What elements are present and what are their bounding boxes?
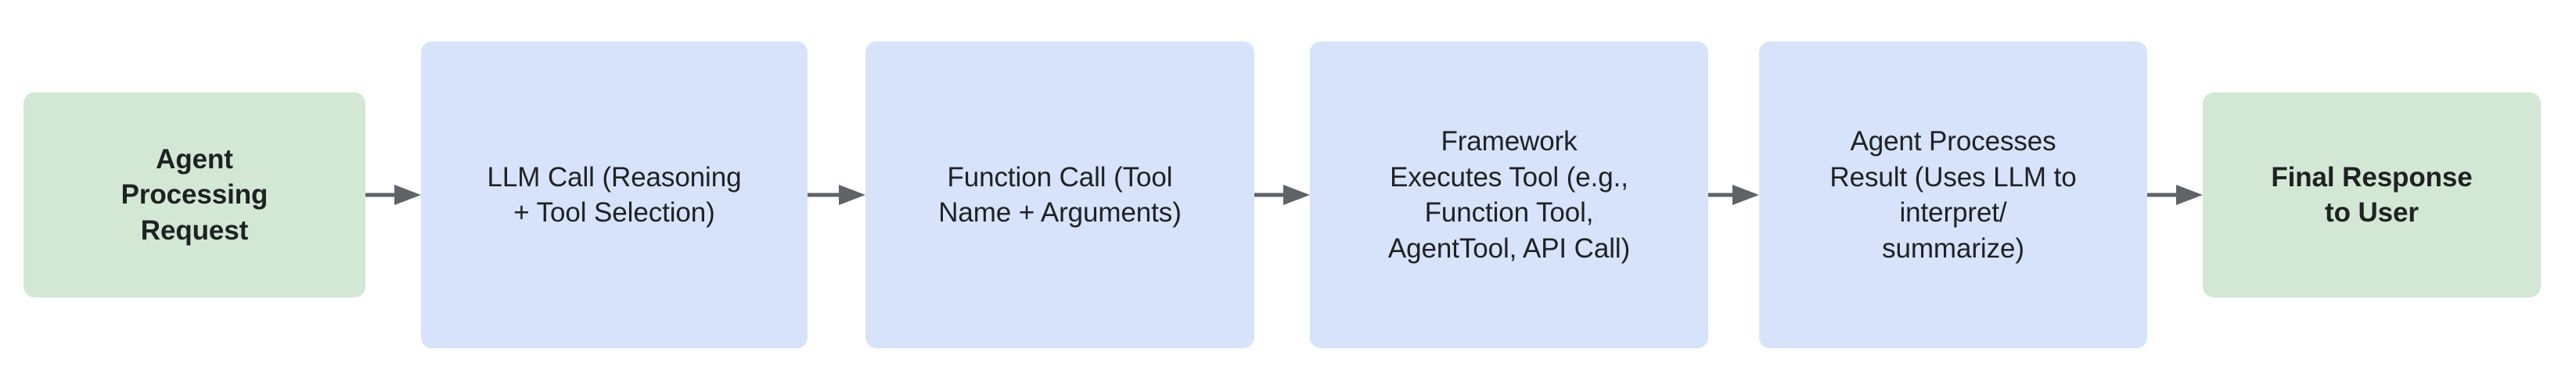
arrow-icon-edge-2 bbox=[808, 182, 865, 208]
arrow-icon-edge-5 bbox=[2147, 182, 2203, 208]
node-final-response-to-user[interactable]: Final Response to User bbox=[2203, 92, 2541, 297]
node-label: LLM Call (Reasoning + Tool Selection) bbox=[487, 161, 742, 229]
node-label: Agent Processes Result (Uses LLM to inte… bbox=[1829, 126, 2077, 264]
node-function-call[interactable]: Function Call (Tool Name + Arguments) bbox=[865, 41, 1254, 348]
arrow-icon-edge-1 bbox=[365, 182, 421, 208]
node-agent-processes-result[interactable]: Agent Processes Result (Uses LLM to inte… bbox=[1759, 41, 2147, 348]
arrow-icon-edge-4 bbox=[1708, 182, 1759, 208]
node-framework-executes-tool[interactable]: Framework Executes Tool (e.g., Function … bbox=[1310, 41, 1708, 348]
node-label: Function Call (Tool Name + Arguments) bbox=[938, 161, 1182, 229]
node-label: Agent Processing Request bbox=[121, 143, 268, 246]
node-label: Framework Executes Tool (e.g., Function … bbox=[1387, 126, 1631, 264]
node-llm-call[interactable]: LLM Call (Reasoning + Tool Selection) bbox=[421, 41, 808, 348]
node-agent-processing-request[interactable]: Agent Processing Request bbox=[23, 92, 365, 297]
arrow-icon-edge-3 bbox=[1254, 182, 1310, 208]
node-label: Final Response to User bbox=[2271, 161, 2473, 229]
